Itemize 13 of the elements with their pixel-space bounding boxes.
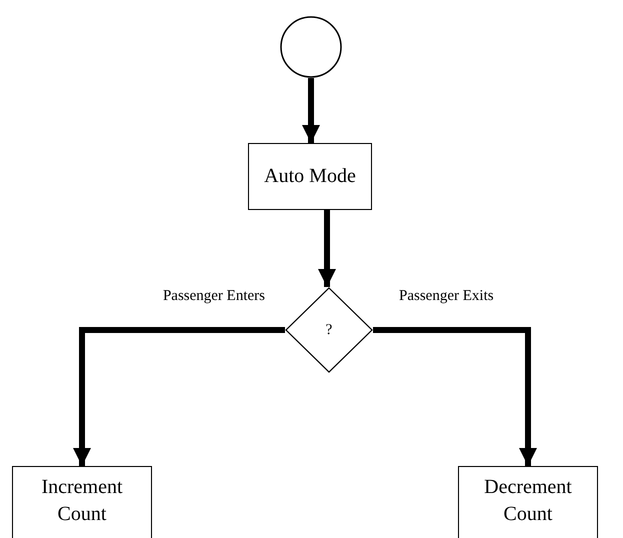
- node-label: Decrement Count: [483, 475, 573, 527]
- arrow: [73, 327, 285, 466]
- edge-label: Passenger Exits: [397, 288, 496, 305]
- arrow: [302, 78, 320, 143]
- process-box: [12, 466, 152, 538]
- process-box: [248, 143, 372, 210]
- edge-label: Passenger Enters: [160, 288, 267, 305]
- node-label: ?: [326, 320, 332, 340]
- arrow: [373, 327, 537, 466]
- node-label: Auto Mode: [264, 164, 356, 189]
- node-label: Increment Count: [40, 475, 124, 527]
- arrow: [318, 210, 336, 287]
- process-box: [458, 466, 598, 538]
